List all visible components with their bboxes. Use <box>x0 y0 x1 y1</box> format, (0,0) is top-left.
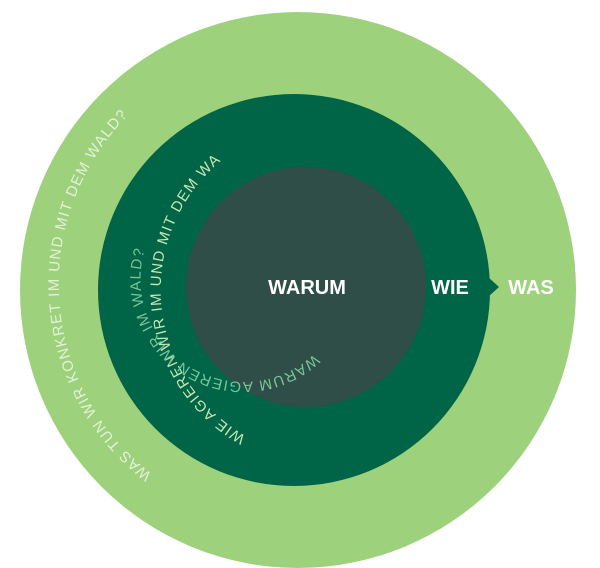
label-was: WAS <box>508 277 554 299</box>
arrow-wie-to-was <box>488 277 499 297</box>
arrow-warum-to-wie <box>400 272 417 302</box>
inner-circle-warum <box>186 167 426 407</box>
label-warum: WARUM <box>268 277 346 299</box>
label-wie: WIE <box>431 277 469 299</box>
